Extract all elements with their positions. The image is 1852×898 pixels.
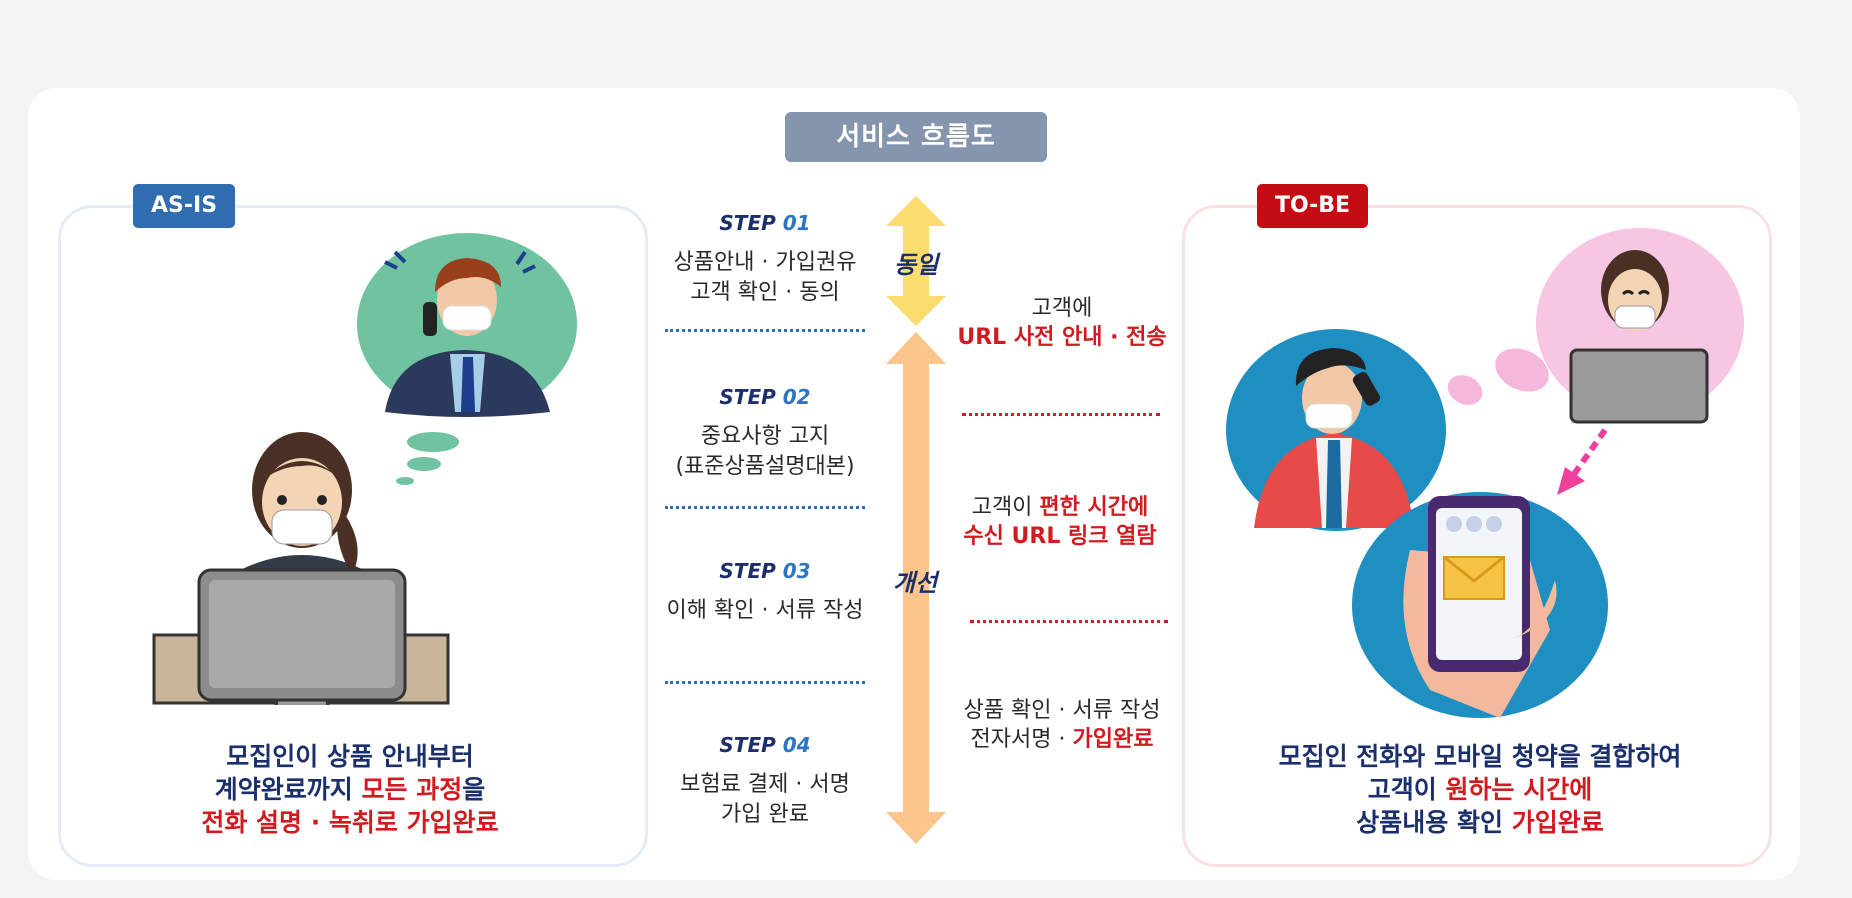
asis-caption-line3-b: 가입완료 (406, 808, 499, 837)
step-03-word: STEP (719, 559, 776, 583)
step-03-line1: 이해 확인 · 서류 작성 (666, 598, 864, 623)
step-02-num: 02 (782, 385, 811, 409)
red-divider-2 (970, 620, 1168, 623)
tobe-step-3: 상품 확인 · 서류 작성 전자서명 · 가입완료 (942, 696, 1182, 754)
asis-caption-line2-c: 을 (462, 775, 486, 804)
step-02-label: STEP 02 (645, 385, 885, 409)
worried-man-thought-icon (357, 233, 577, 485)
tobe-step-2-line2: 수신 URL 링크 열람 (963, 524, 1157, 549)
step-04-line2: 가입 완료 (721, 802, 809, 827)
tobe-step-3-line2: 전자서명 · 가입완료 (942, 725, 1182, 754)
step-01-num: 01 (782, 211, 811, 235)
tobe-caption-line2-b: 원하는 시간에 (1445, 775, 1593, 804)
step-04-line1: 보험료 결제 · 서명 (680, 772, 850, 797)
tobe-caption-line3: 상품내용 확인 가입완료 (1220, 806, 1740, 839)
step-04-label: STEP 04 (645, 733, 885, 757)
step-02-text: 중요사항 고지 (표준상품설명대본) (645, 422, 885, 482)
step-02-line1: 중요사항 고지 (700, 424, 830, 449)
red-divider-1 (962, 413, 1160, 416)
step-01-text: 상품안내 · 가입권유 고객 확인 · 동의 (645, 248, 885, 308)
speech-bubbles (1447, 348, 1549, 405)
asis-caption-line2: 계약완료까지 모든 과정을 (120, 773, 580, 806)
tobe-caption-line3-a: 상품내용 확인 (1356, 808, 1512, 837)
step-01-word: STEP (719, 211, 776, 235)
step-01-line2: 고객 확인 · 동의 (690, 280, 840, 305)
divider-1 (665, 329, 865, 332)
improve-label: 개선 (893, 569, 938, 597)
step-01-line1: 상품안내 · 가입권유 (673, 250, 857, 275)
same-arrow (886, 196, 946, 326)
asis-caption-line2-a: 계약완료까지 (214, 775, 362, 804)
tobe-caption: 모집인 전화와 모바일 청약을 결합하여 고객이 원하는 시간에 상품내용 확인… (1220, 740, 1740, 839)
tobe-step-2-line1-b: 편한 시간에 (1039, 495, 1149, 520)
tobe-step-3-line1: 상품 확인 · 서류 작성 (963, 698, 1161, 723)
worried-agent-icon (152, 432, 450, 705)
smiling-agent-icon (1536, 228, 1744, 424)
tobe-caption-line3-b: 가입완료 (1511, 808, 1604, 837)
tobe-step-2-line1: 고객이 편한 시간에 (940, 493, 1180, 522)
step-02-line2: (표준상품설명대본) (675, 454, 855, 479)
tobe-step-1-line2: URL 사전 안내 · 전송 (957, 325, 1167, 350)
phone-man-icon (1226, 329, 1446, 531)
tobe-step-3-line2-a: 전자서명 · (970, 727, 1073, 752)
tobe-caption-line1: 모집인 전화와 모바일 청약을 결합하여 (1278, 742, 1682, 771)
tobe-step-2-line1-a: 고객이 (971, 495, 1040, 520)
asis-caption-line3: 전화 설명 · 녹취로 가입완료 (120, 806, 580, 839)
asis-caption-line3-a: 전화 설명 · 녹취로 (201, 808, 407, 837)
tobe-step-3-line2-b: 가입완료 (1072, 727, 1154, 752)
tobe-caption-line2: 고객이 원하는 시간에 (1220, 773, 1740, 806)
tobe-step-2: 고객이 편한 시간에 수신 URL 링크 열람 (940, 493, 1180, 551)
improve-arrow (886, 332, 946, 844)
asis-caption: 모집인이 상품 안내부터 계약완료까지 모든 과정을 전화 설명 · 녹취로 가… (120, 740, 580, 839)
step-02-word: STEP (719, 385, 776, 409)
step-04-num: 04 (782, 733, 811, 757)
step-04-word: STEP (719, 733, 776, 757)
step-03-text: 이해 확인 · 서류 작성 (645, 596, 885, 626)
step-04-text: 보험료 결제 · 서명 가입 완료 (645, 770, 885, 830)
divider-2 (665, 506, 865, 509)
email-icon (1443, 555, 1505, 600)
asis-caption-line2-b: 모든 과정 (361, 775, 463, 804)
tobe-tag: TO-BE (1257, 184, 1369, 228)
tobe-step-1-line1: 고객에 (1031, 296, 1093, 321)
same-label: 동일 (894, 251, 939, 279)
step-01-label: STEP 01 (645, 211, 885, 235)
asis-caption-line1: 모집인이 상품 안내부터 (226, 742, 474, 771)
page-title: 서비스 흐름도 (785, 112, 1047, 162)
asis-tag: AS-IS (133, 184, 236, 228)
mobile-hand-icon (1352, 492, 1608, 718)
step-03-num: 03 (782, 559, 811, 583)
divider-3 (665, 681, 865, 684)
step-03-label: STEP 03 (645, 559, 885, 583)
tobe-step-1: 고객에 URL 사전 안내 · 전송 (942, 294, 1182, 352)
tobe-caption-line2-a: 고객이 (1367, 775, 1446, 804)
dashed-arrow (1557, 428, 1608, 495)
